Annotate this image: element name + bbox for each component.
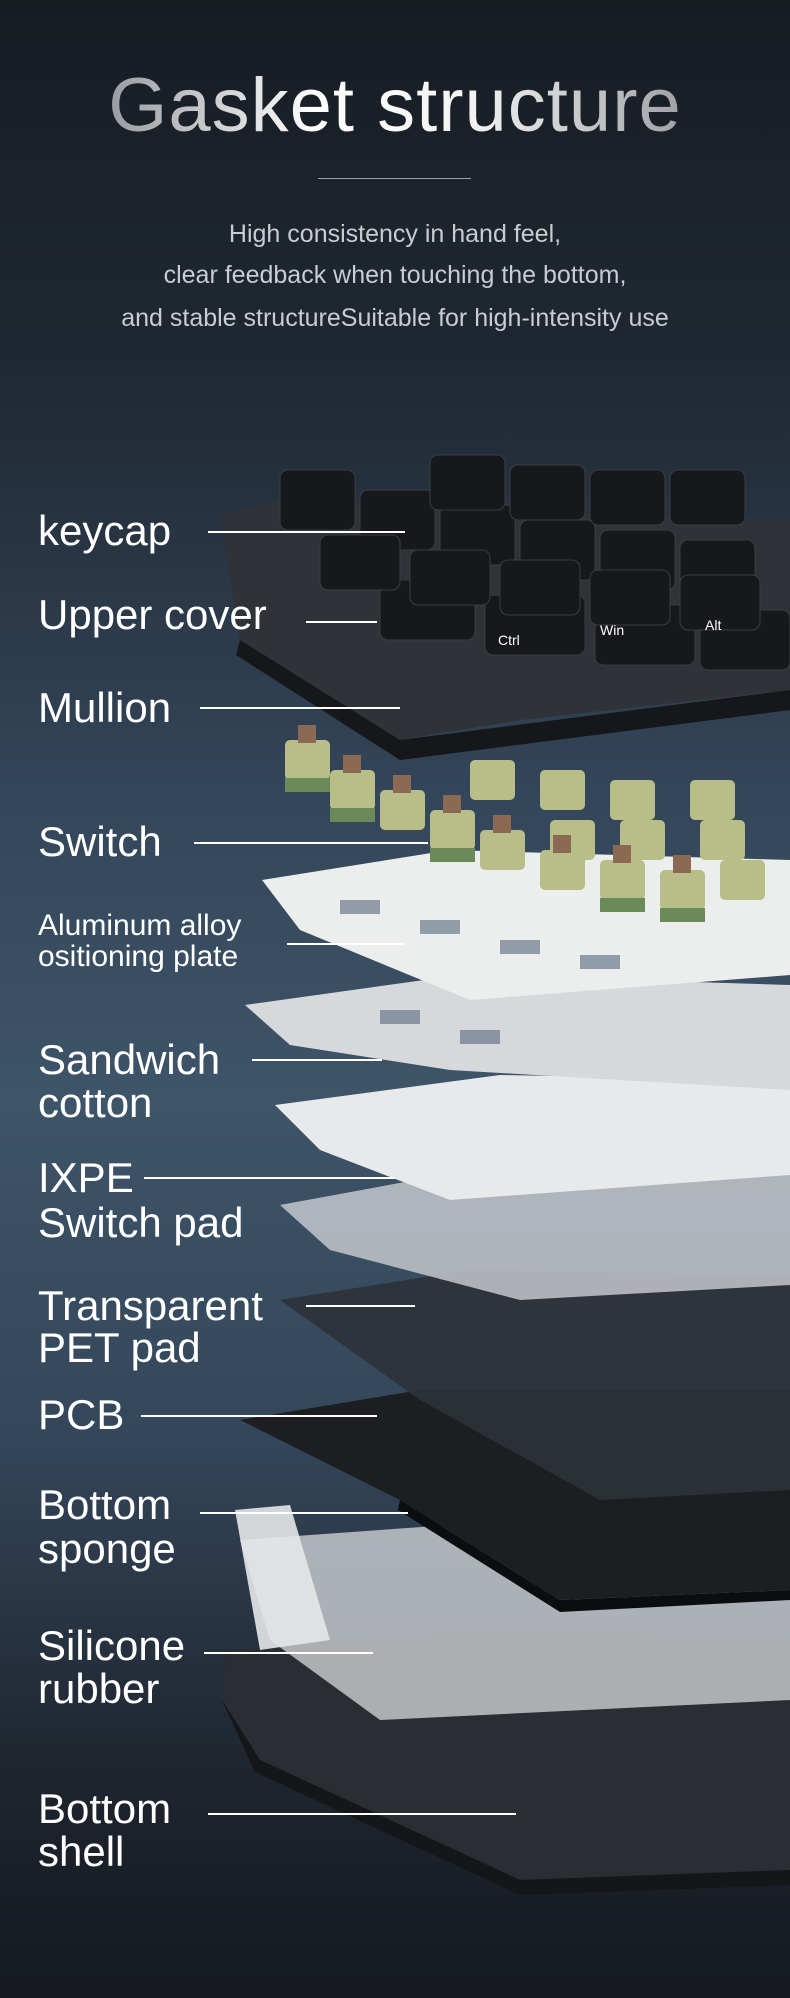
leader-line-mullion — [200, 707, 400, 709]
label-mullion: Mullion — [38, 684, 172, 731]
subtitle-line-3: and stable structureSuitable for high-in… — [121, 304, 669, 332]
leader-line-bottom-sponge — [200, 1512, 408, 1514]
label-ixpe-1: IXPE — [38, 1154, 134, 1201]
leader-line-keycap — [208, 531, 405, 533]
label-bottom-shell-2: shell — [38, 1828, 125, 1875]
leader-line-ixpe — [144, 1177, 395, 1179]
label-silicone-rubber-1: Silicone — [38, 1622, 186, 1669]
leader-line-switch — [194, 842, 428, 844]
leader-line-upper-cover — [306, 621, 377, 623]
key-ctrl: Ctrl — [498, 632, 520, 648]
subtitle-line-2: clear feedback when touching the bottom, — [163, 261, 627, 289]
page-title: Gasket structure — [0, 62, 790, 149]
subtitle-line-1: High consistency in hand feel, — [228, 220, 562, 248]
ixpe-switch-pad — [280, 1170, 790, 1300]
leader-line-silicone-rubber — [204, 1652, 373, 1654]
label-bottom-sponge-2: sponge — [38, 1525, 176, 1572]
label-aluminum-plate-1: Aluminum alloy — [38, 909, 242, 942]
label-pcb: PCB — [38, 1391, 125, 1438]
label-sandwich-cotton-2: cotton — [38, 1079, 153, 1126]
keycaps: Ctrl Win Alt — [279, 454, 790, 671]
leader-line-pcb — [141, 1415, 377, 1417]
label-keycap: keycap — [38, 507, 172, 554]
title-divider — [318, 178, 471, 179]
label-upper-cover: Upper cover — [38, 591, 267, 638]
label-switch: Switch — [38, 818, 162, 865]
leader-line-aluminum-plate — [287, 943, 405, 945]
key-alt: Alt — [705, 617, 721, 633]
label-pet-pad-1: Transparent — [38, 1282, 263, 1329]
leader-line-sandwich-cotton — [252, 1059, 382, 1061]
label-pet-pad-2: PET pad — [38, 1324, 201, 1371]
label-sandwich-cotton-1: Sandwich — [38, 1036, 221, 1083]
label-ixpe-2: Switch pad — [38, 1199, 244, 1246]
label-bottom-shell-1: Bottom — [38, 1785, 172, 1832]
transparent-pet-pad — [280, 1270, 790, 1500]
label-aluminum-plate-2: ositioning plate — [38, 940, 239, 973]
sandwich-cotton — [275, 1075, 790, 1200]
positioning-plate — [262, 850, 790, 1000]
switches — [285, 725, 765, 922]
leader-line-bottom-shell — [208, 1813, 516, 1815]
label-bottom-sponge-1: Bottom — [38, 1481, 172, 1528]
key-win: Win — [600, 622, 624, 638]
label-silicone-rubber-2: rubber — [38, 1665, 160, 1712]
bottom-sponge — [235, 1505, 330, 1650]
aluminum-plate — [245, 975, 790, 1090]
leader-line-pet-pad — [306, 1305, 415, 1307]
